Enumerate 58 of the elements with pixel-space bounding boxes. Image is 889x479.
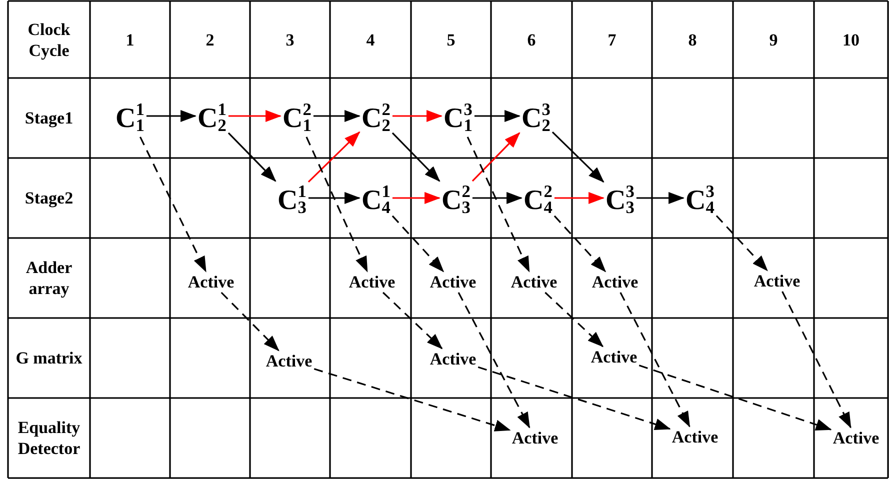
status-text: Active: [512, 430, 558, 446]
dashed-arrow: [716, 215, 768, 272]
status-text: Active: [266, 352, 312, 370]
arrow: [472, 192, 523, 204]
dashed-arrow: [306, 136, 368, 272]
dashed-arrow: [554, 215, 606, 272]
dashed-arrow: [544, 292, 604, 348]
column-header: Clock Cycle: [26, 18, 72, 61]
column-number: 8: [687, 28, 698, 50]
status-text: Active: [590, 348, 638, 366]
status-text: Active: [348, 274, 396, 290]
status-text: Active: [672, 428, 718, 446]
column-number: 6: [526, 28, 537, 50]
row-header: Stage1: [24, 107, 74, 129]
arrow: [552, 132, 604, 183]
dashed-arrow: [478, 366, 671, 430]
arrow: [636, 192, 685, 204]
arrow: [228, 132, 276, 182]
status-text: Active: [510, 274, 558, 290]
dashed-arrow: [314, 368, 511, 432]
arrow: [308, 131, 360, 182]
arrow: [392, 192, 441, 204]
column-number: 2: [204, 28, 216, 50]
arrow: [313, 110, 361, 122]
row-header: Stage2: [24, 187, 74, 209]
dashed-arrow: [638, 364, 832, 431]
dashed-arrow: [139, 136, 207, 272]
arrow: [392, 132, 440, 182]
status-text: Active: [754, 272, 800, 290]
status-text: Active: [430, 274, 476, 290]
arrow: [554, 192, 605, 204]
row-header: Adder array: [24, 256, 74, 300]
row-header: G matrix: [14, 347, 84, 369]
arrow: [392, 110, 443, 122]
status-text: Active: [832, 430, 880, 446]
column-number: 4: [365, 28, 376, 50]
dashed-arrow: [782, 291, 852, 428]
row-header: Equality Detector: [16, 416, 82, 460]
column-number: 10: [842, 28, 860, 50]
dashed-arrow: [458, 292, 530, 428]
dashed-arrow: [620, 292, 690, 428]
arrow: [146, 110, 197, 122]
dashed-arrow: [382, 292, 443, 350]
column-number: 5: [446, 28, 456, 50]
status-text: Active: [592, 274, 638, 290]
arrow: [308, 192, 361, 204]
dashed-arrow: [220, 292, 280, 352]
column-number: 3: [284, 28, 296, 50]
arrow: [228, 110, 282, 122]
arrow: [472, 132, 520, 182]
column-number: 7: [606, 28, 618, 50]
status-text: Active: [188, 274, 234, 290]
column-number: 9: [768, 28, 779, 50]
arrow: [474, 110, 521, 122]
column-number: 1: [124, 28, 136, 50]
dashed-arrow: [392, 215, 444, 272]
dashed-arrow: [466, 136, 530, 272]
status-text: Active: [430, 350, 476, 368]
